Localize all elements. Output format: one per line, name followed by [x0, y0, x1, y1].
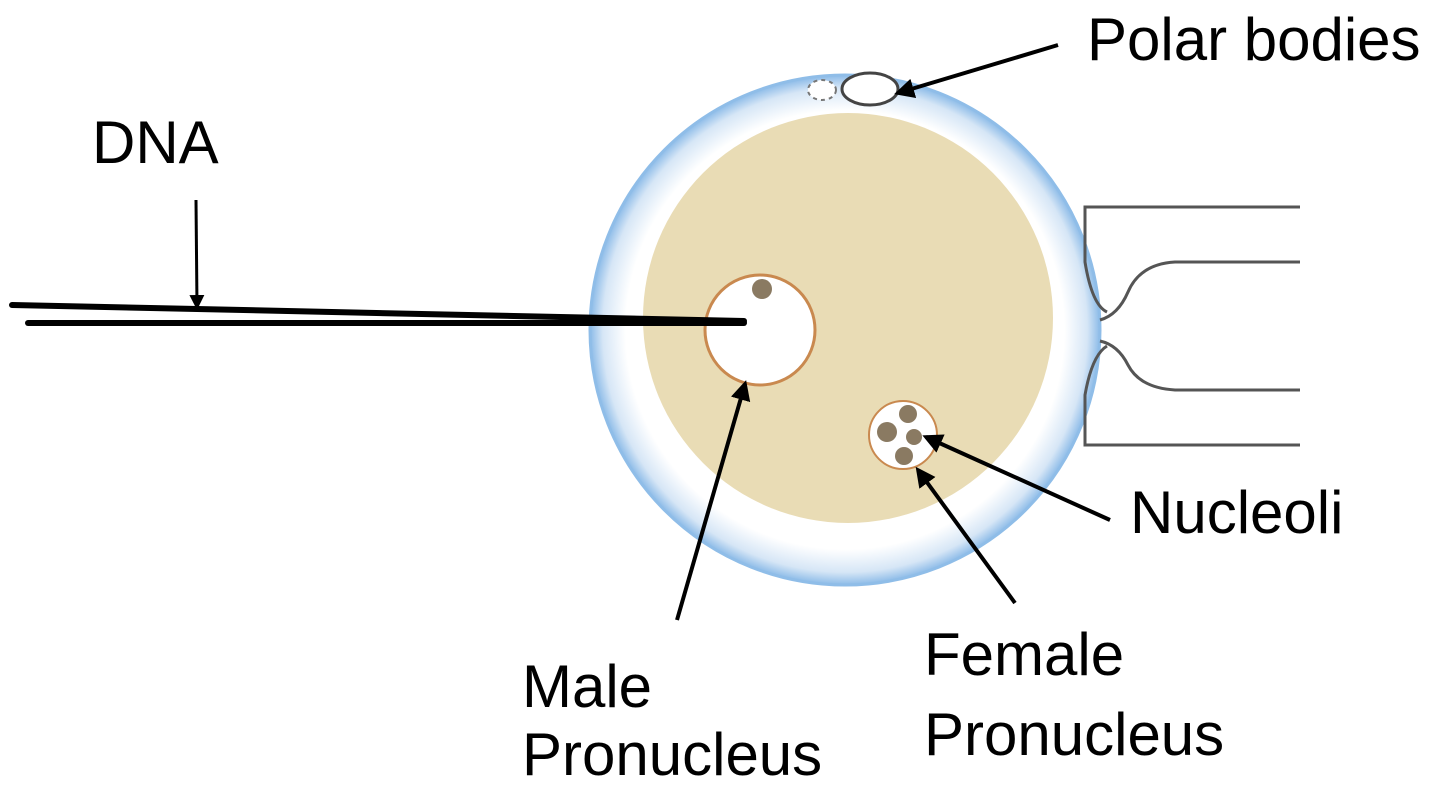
- female-nucleolus: [906, 429, 922, 445]
- dna-label: DNA: [92, 110, 219, 176]
- male-pronucleus-label-line1: Male: [522, 654, 652, 720]
- polar-bodies-arrow: [898, 45, 1058, 93]
- female-pronucleus-label-line1: Female: [924, 622, 1124, 688]
- female-nucleolus: [877, 422, 897, 442]
- male-pronucleus: [705, 275, 815, 385]
- holding-pipette: [1085, 207, 1300, 445]
- dna-arrow: [196, 200, 197, 307]
- male-pronucleus-label-line2: Pronucleus: [522, 722, 822, 788]
- polar-bodies-label: Polar bodies: [1087, 7, 1421, 73]
- male-nucleolus: [752, 279, 772, 299]
- female-pronucleus-label-line2: Pronucleus: [924, 702, 1224, 768]
- female-nucleolus: [899, 405, 917, 423]
- female-pronucleus: [869, 401, 937, 469]
- nucleoli-label: Nucleoli: [1130, 480, 1343, 546]
- female-nucleolus: [895, 447, 913, 465]
